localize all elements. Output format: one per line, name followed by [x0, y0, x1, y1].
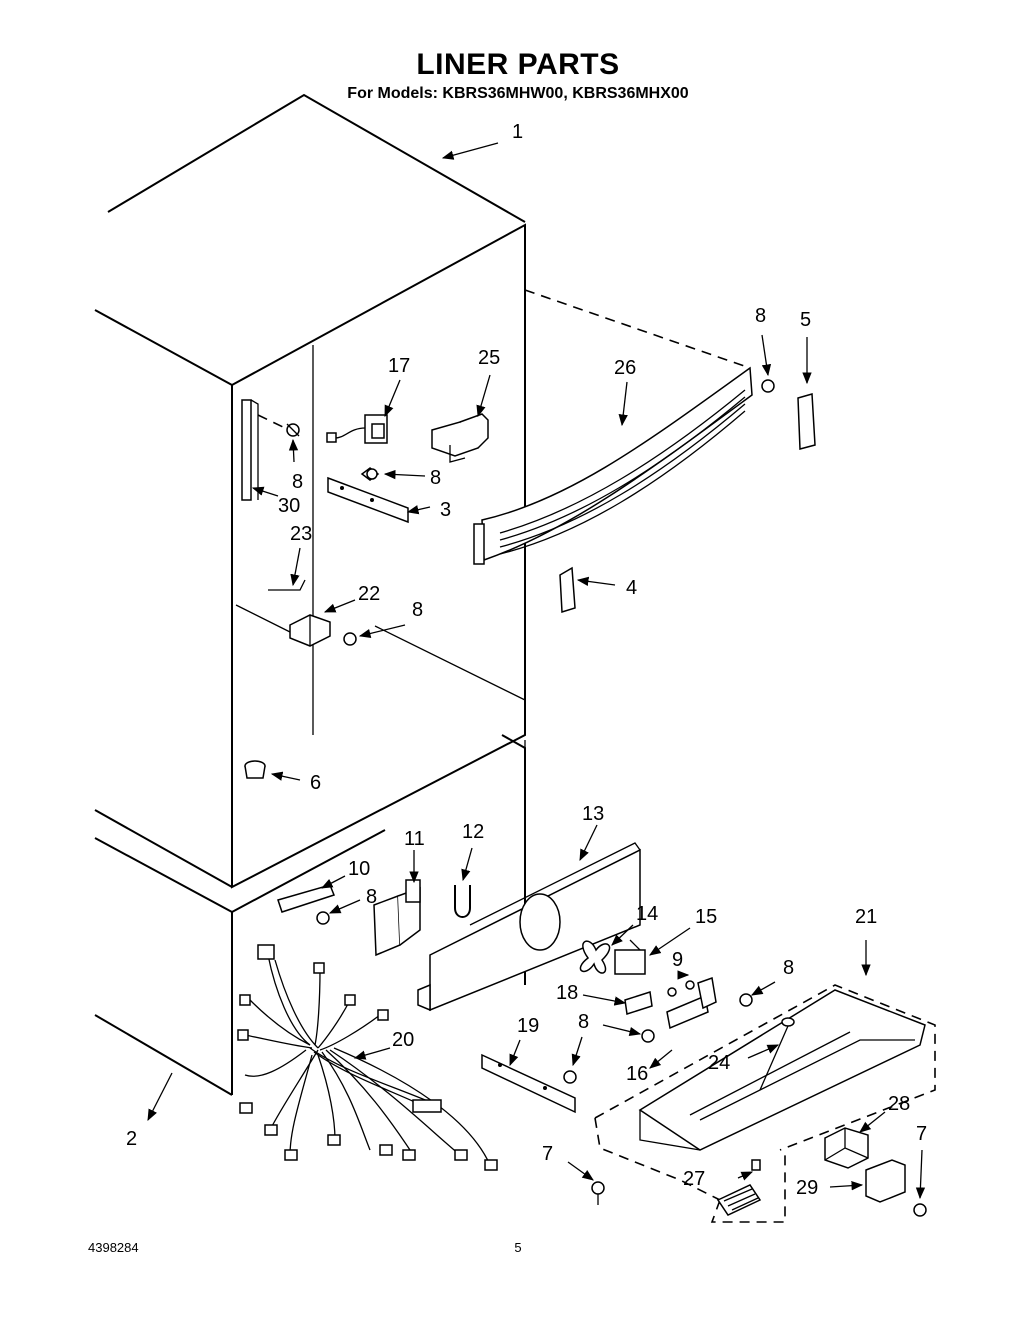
part-18-bracket — [624, 991, 653, 1015]
part-17-socket — [326, 414, 388, 444]
callout-16: 16 — [626, 1063, 648, 1085]
callout-7a: 7 — [542, 1143, 553, 1165]
callout-8g: 8 — [578, 1011, 589, 1033]
part-21-drain-pan — [594, 984, 936, 1223]
callout-23: 23 — [290, 523, 312, 545]
callout-17: 17 — [388, 355, 410, 377]
callout-10: 10 — [348, 858, 370, 880]
callout-20: 20 — [392, 1029, 414, 1051]
callout-13: 13 — [582, 803, 604, 825]
part-14-fan — [579, 940, 611, 974]
part-26-trim — [473, 366, 775, 565]
page-title: LINER PARTS — [416, 48, 620, 81]
part-22-block — [289, 614, 357, 647]
callout-24: 24 — [708, 1052, 730, 1074]
part-15-motor — [614, 939, 646, 975]
callout-1: 1 — [512, 121, 523, 143]
part-27-heater — [716, 1159, 762, 1216]
callout-5: 5 — [800, 309, 811, 331]
callout-26: 26 — [614, 357, 636, 379]
callout-12: 12 — [462, 821, 484, 843]
leader-lines — [147, 142, 926, 1200]
callout-6: 6 — [310, 772, 321, 794]
models-subtitle: For Models: KBRS36MHW00, KBRS36MHX00 — [347, 85, 689, 102]
page-number: 5 — [514, 1240, 522, 1255]
callout-8c: 8 — [755, 305, 766, 327]
callout-19: 19 — [517, 1015, 539, 1037]
document-number: 4398284 — [88, 1240, 139, 1255]
callout-25: 25 — [478, 347, 500, 369]
callout-labels: 1 2 3 4 5 6 7 7 8 8 8 8 8 8 8 9 10 11 12… — [126, 121, 927, 1199]
part-10-bracket — [277, 884, 335, 925]
part-11-support — [373, 879, 421, 957]
part-5-block — [797, 393, 816, 450]
part-8-screws — [366, 468, 753, 1084]
callout-9: 9 — [672, 949, 683, 971]
part-28-box — [824, 1127, 869, 1169]
part-25-housing — [431, 413, 489, 463]
upper-liner — [94, 93, 526, 889]
callout-8f: 8 — [783, 957, 794, 979]
callout-22: 22 — [358, 583, 380, 605]
callout-18: 18 — [556, 982, 578, 1004]
callout-14: 14 — [636, 903, 658, 925]
callout-15: 15 — [695, 906, 717, 928]
part-30-rail — [241, 399, 300, 501]
callout-4: 4 — [626, 577, 637, 599]
part-4-clip — [559, 566, 576, 613]
part-12-clip — [454, 885, 471, 918]
callout-8d: 8 — [412, 599, 423, 621]
part-6-plug — [244, 760, 266, 779]
part-7-screws — [591, 1181, 605, 1205]
callout-7b: 7 — [916, 1123, 927, 1145]
part-23-clip — [268, 579, 306, 591]
callout-2: 2 — [126, 1128, 137, 1150]
callout-8a: 8 — [292, 471, 303, 493]
part-13-shroud — [417, 842, 641, 1012]
part-19-bracket — [481, 1053, 576, 1114]
callout-8e: 8 — [366, 886, 377, 908]
callout-21: 21 — [855, 906, 877, 928]
callout-3: 3 — [440, 499, 451, 521]
dashed-leader-26 — [524, 289, 751, 369]
callout-8b: 8 — [430, 467, 441, 489]
callout-11: 11 — [404, 828, 425, 850]
callout-27: 27 — [683, 1168, 705, 1190]
part-20-harness — [237, 944, 498, 1171]
callout-28: 28 — [888, 1093, 910, 1115]
callout-29: 29 — [796, 1177, 818, 1199]
part-16-bracket — [666, 976, 717, 1030]
callout-30: 30 — [278, 495, 300, 517]
part-29-bracket — [865, 1159, 927, 1217]
